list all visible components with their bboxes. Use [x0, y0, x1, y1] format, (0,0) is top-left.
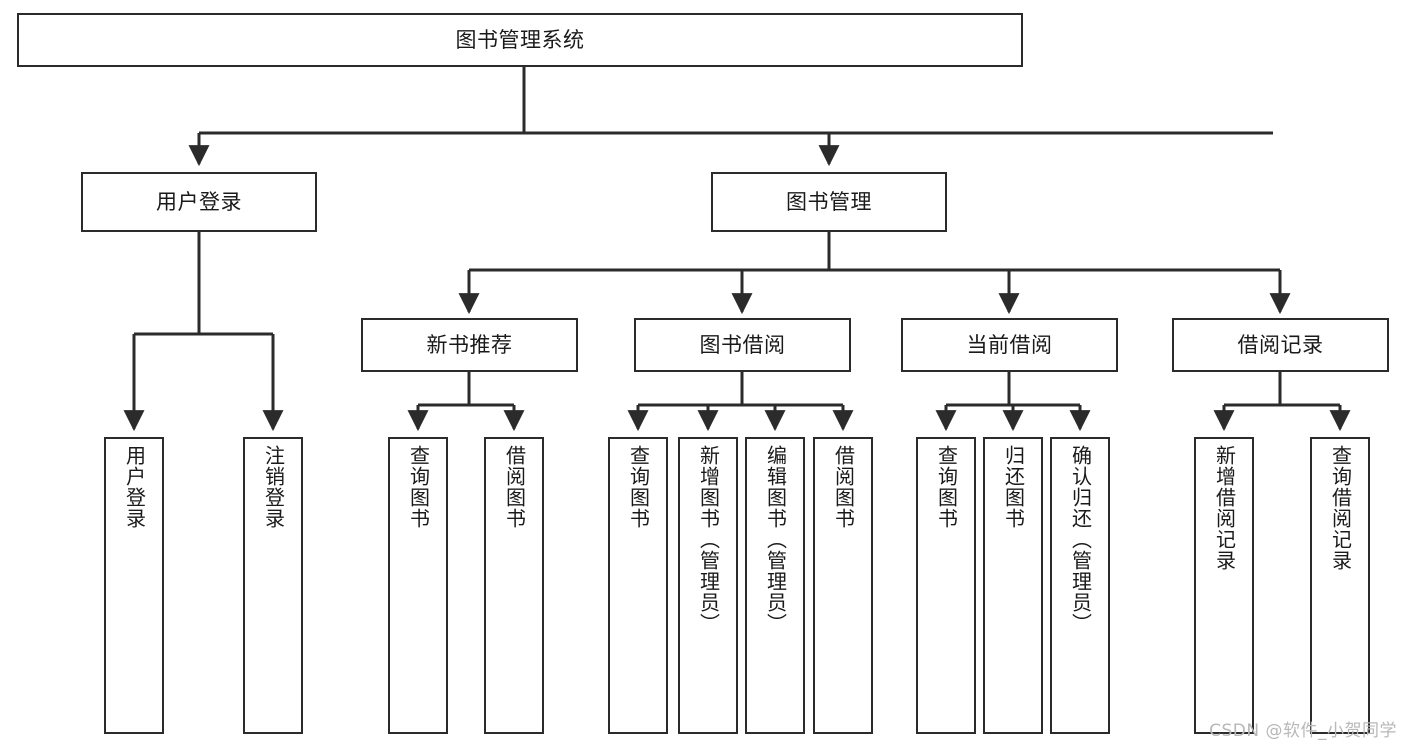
node-leaf-add-book-admin-label: 新增图书（管理员） — [696, 445, 721, 634]
node-leaf-query-book-borrow-label: 查询图书 — [626, 445, 651, 529]
node-new-book-recommend-label: 新书推荐 — [426, 332, 513, 357]
node-book-borrow-label: 图书借阅 — [699, 332, 786, 357]
node-leaf-query-borrow-record[interactable]: 查询借阅记录 — [1310, 437, 1370, 734]
node-current-borrow[interactable]: 当前借阅 — [901, 318, 1118, 372]
node-leaf-edit-book-admin-label: 编辑图书（管理员） — [763, 445, 788, 634]
node-leaf-query-book-rec-label: 查询图书 — [406, 445, 431, 529]
node-leaf-query-book-current[interactable]: 查询图书 — [916, 437, 976, 734]
node-leaf-user-login-label: 用户登录 — [122, 445, 147, 529]
node-leaf-add-book-admin[interactable]: 新增图书（管理员） — [678, 437, 738, 734]
node-borrow-record[interactable]: 借阅记录 — [1172, 318, 1389, 372]
node-leaf-user-login[interactable]: 用户登录 — [104, 437, 164, 734]
node-leaf-confirm-return-admin-label: 确认归还（管理员） — [1068, 445, 1093, 634]
node-leaf-return-book[interactable]: 归还图书 — [983, 437, 1043, 734]
node-leaf-query-book-current-label: 查询图书 — [934, 445, 959, 529]
node-leaf-borrow-book-rec[interactable]: 借阅图书 — [484, 437, 544, 734]
node-leaf-borrow-book[interactable]: 借阅图书 — [813, 437, 873, 734]
node-book-management[interactable]: 图书管理 — [711, 172, 947, 232]
node-leaf-add-borrow-record-label: 新增借阅记录 — [1212, 445, 1237, 571]
node-user-login-label: 用户登录 — [156, 189, 242, 214]
node-current-borrow-label: 当前借阅 — [966, 332, 1053, 357]
node-leaf-edit-book-admin[interactable]: 编辑图书（管理员） — [745, 437, 805, 734]
node-leaf-add-borrow-record[interactable]: 新增借阅记录 — [1194, 437, 1254, 734]
node-root-label: 图书管理系统 — [455, 27, 585, 52]
node-book-borrow[interactable]: 图书借阅 — [634, 318, 851, 372]
node-book-management-label: 图书管理 — [786, 189, 872, 214]
node-leaf-return-book-label: 归还图书 — [1001, 445, 1026, 529]
node-leaf-query-book-borrow[interactable]: 查询图书 — [608, 437, 668, 734]
node-borrow-record-label: 借阅记录 — [1237, 332, 1324, 357]
node-leaf-confirm-return-admin[interactable]: 确认归还（管理员） — [1050, 437, 1110, 734]
node-root[interactable]: 图书管理系统 — [17, 13, 1023, 67]
node-user-login[interactable]: 用户登录 — [81, 172, 317, 232]
node-leaf-borrow-book-rec-label: 借阅图书 — [502, 445, 527, 529]
node-leaf-query-book-rec[interactable]: 查询图书 — [388, 437, 448, 734]
node-leaf-query-borrow-record-label: 查询借阅记录 — [1328, 445, 1353, 571]
node-leaf-borrow-book-label: 借阅图书 — [831, 445, 856, 529]
node-leaf-logout-label: 注销登录 — [261, 445, 286, 529]
node-leaf-logout[interactable]: 注销登录 — [243, 437, 303, 734]
node-new-book-recommend[interactable]: 新书推荐 — [361, 318, 578, 372]
